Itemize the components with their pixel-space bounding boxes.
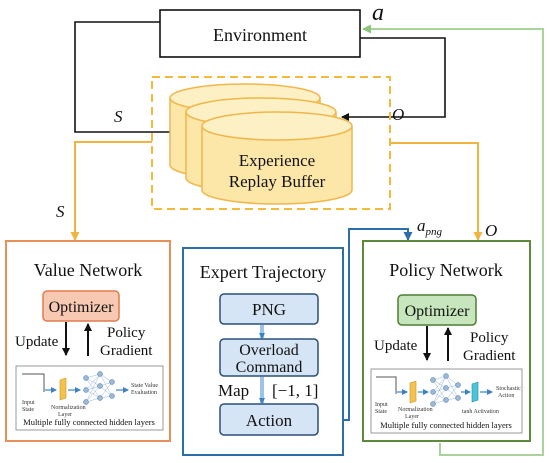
s-top-label: S [114,107,123,126]
policy-network-title: Policy Network [389,260,502,280]
s-value-label: S [56,202,65,221]
overload-label: Overload [239,342,299,359]
observation-feedback-arrow [341,37,446,121]
value-net-output-2: Evaluation [131,390,157,396]
value-update-label: Update [15,334,59,350]
o-top-label: O [392,105,404,124]
buffer-cylinders [169,83,353,205]
range-label: [−1, 1] [272,381,318,400]
policy-update-label: Update [374,338,418,354]
policy-optimizer-box [397,294,477,326]
value-net-norm-2: Layer [58,412,72,418]
value-net-input-1: Input [22,400,35,406]
a-label: a [372,0,384,26]
expert-trajectory-title: Expert Trajectory [200,262,326,282]
policy-net-input-2: State [375,409,387,415]
command-label: Command [236,359,303,376]
policy-net-drawing [376,373,493,407]
environment-label: Environment [213,25,307,45]
o-policy-label: O [485,221,497,240]
action-box [219,403,319,436]
png-box [219,293,319,325]
action-label: Action [246,411,293,430]
environment-box [159,9,361,58]
policy-net-caption: Multiple fully connected hidden layers [380,420,512,430]
policy-net-norm-2: Layer [405,414,419,420]
value-policy-label: Policy [107,325,146,341]
policy-gradient-label: Gradient [463,348,516,364]
state-feedback-arrow [74,21,179,136]
value-net-drawing [22,371,129,405]
value-net-caption: Multiple fully connected hidden layers [23,417,155,427]
map-label: Map [218,381,249,400]
buffer-label-line1: Experience [239,151,315,170]
policy-optimizer-label: Optimizer [405,303,471,320]
value-net-output-1: State Value [131,383,158,389]
value-network-title: Value Network [34,260,142,280]
value-optimizer-box [42,290,120,322]
a-png-label: apng [417,216,443,238]
png-label: PNG [252,300,286,319]
policy-net-norm-1: Normalization [398,407,433,413]
value-net-norm-1: Normalization [51,405,86,411]
value-net-input-2: State [22,407,34,413]
value-optimizer-label: Optimizer [49,299,115,316]
value-gradient-label: Gradient [100,343,153,359]
buffer-to-value-arrow [70,141,152,241]
buffer-label-line2: Replay Buffer [229,172,326,191]
action-output-arrow [362,24,544,456]
policy-policy-label: Policy [470,330,509,346]
overload-command-box [219,338,319,377]
buffer-to-policy-arrow [390,142,483,241]
policy-net-tanh: tanh Activation [462,409,499,415]
policy-net-output-2: Action [498,393,514,399]
policy-net-input-1: Input [375,402,388,408]
policy-net-output-1: Stochastic [496,386,521,392]
